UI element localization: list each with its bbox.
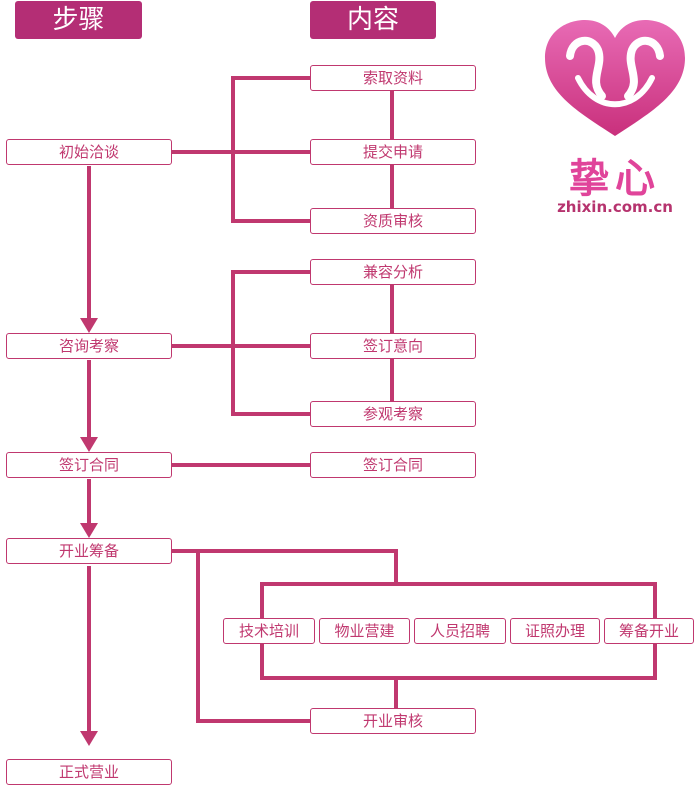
header-steps: 步骤	[15, 1, 142, 39]
step-consult-visit: 咨询考察	[6, 333, 172, 359]
connector-group1	[231, 76, 310, 223]
connector-prep-bottom	[260, 644, 657, 680]
step-opening-prep: 开业筹备	[6, 538, 172, 564]
connector-step4-to-review	[196, 551, 310, 723]
prep-staff-recruitment: 人员招聘	[414, 618, 506, 644]
arrowhead-2	[80, 437, 98, 452]
content-qualification-review: 资质审核	[310, 208, 476, 234]
content-compatibility-analysis: 兼容分析	[310, 259, 476, 285]
arrowhead-1	[80, 318, 98, 333]
step-official-open: 正式营业	[6, 759, 172, 785]
step-sign-contract: 签订合同	[6, 452, 172, 478]
prep-technical-training: 技术培训	[223, 618, 315, 644]
content-site-visit: 参观考察	[310, 401, 476, 427]
prep-property-construction: 物业营建	[319, 618, 410, 644]
content-sign-intent: 签订意向	[310, 333, 476, 359]
step-initial-talk: 初始洽谈	[6, 139, 172, 165]
content-opening-review: 开业审核	[310, 708, 476, 734]
arrowhead-3	[80, 523, 98, 538]
connector-step4-to-prep	[172, 549, 398, 584]
logo: 挚心 zhixin.com.cn	[540, 18, 690, 223]
content-submit-application: 提交申请	[310, 139, 476, 165]
prep-license-processing: 证照办理	[510, 618, 600, 644]
logo-name: 挚心	[569, 156, 661, 202]
logo-url: zhixin.com.cn	[557, 198, 673, 216]
header-content: 内容	[310, 1, 436, 39]
arrowhead-4	[80, 731, 98, 746]
content-sign-contract: 签订合同	[310, 452, 476, 478]
content-request-materials: 索取资料	[310, 65, 476, 91]
connector-group2	[231, 270, 310, 416]
heart-logo-icon	[545, 20, 685, 136]
prep-opening-preparation: 筹备开业	[604, 618, 694, 644]
connector-prep-top	[260, 582, 657, 630]
